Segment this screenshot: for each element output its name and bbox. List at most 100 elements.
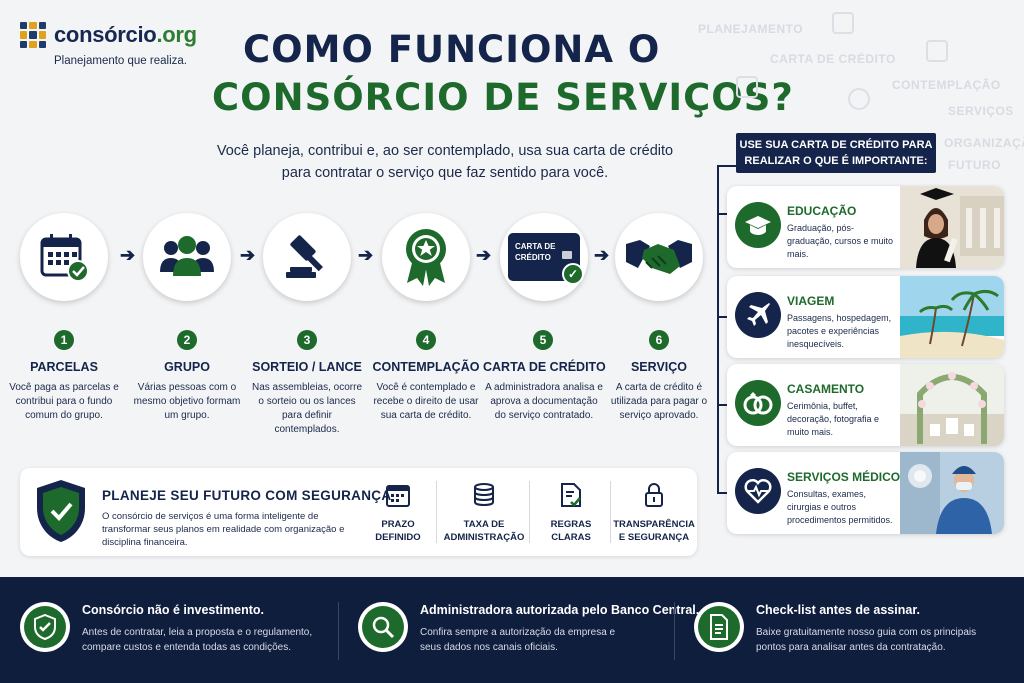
card-desc: Consultas, exames, cirurgias e outros pr… bbox=[787, 489, 893, 525]
credit-card-icon: CARTA DE CRÉDITO ✓ bbox=[508, 233, 584, 285]
step-icon-servico bbox=[615, 213, 703, 301]
step-icon-grupo bbox=[143, 213, 231, 301]
connector-line bbox=[717, 404, 729, 406]
step-number: 3 bbox=[297, 330, 317, 350]
use-card-educacao[interactable]: EDUCAÇÃO Graduação, pós-graduação, curso… bbox=[727, 186, 1004, 268]
wedding-photo bbox=[900, 364, 1004, 446]
coins-icon bbox=[474, 483, 494, 507]
step-title: CARTA DE CRÉDITO bbox=[483, 360, 606, 374]
step-title: GRUPO bbox=[164, 360, 210, 374]
connector-line bbox=[717, 213, 729, 215]
step-desc: Você paga as parcelas e contribui para o… bbox=[9, 382, 119, 421]
award-ribbon-icon bbox=[406, 229, 446, 286]
step-number: 5 bbox=[533, 330, 553, 350]
card-desc: Cerimônia, buffet, decoração, fotografia… bbox=[787, 401, 880, 437]
step-number: 4 bbox=[416, 330, 436, 350]
footer-desc: Antes de contratar, leia a proposta e o … bbox=[82, 627, 313, 653]
secure-title: PLANEJE SEU FUTURO COM SEGURANÇA bbox=[102, 488, 392, 503]
use-card-casamento[interactable]: CASAMENTO Cerimônia, buffet, decoração, … bbox=[727, 364, 1004, 446]
airplane-icon bbox=[735, 292, 781, 338]
step-title: SORTEIO / LANCE bbox=[252, 360, 362, 374]
feature-divider bbox=[610, 481, 611, 543]
lock-icon bbox=[645, 483, 663, 507]
footer-magnifier-icon bbox=[358, 602, 408, 652]
ghost-word: CONTEMPLAÇÃO bbox=[892, 78, 1001, 92]
ghost-word: FUTURO bbox=[948, 158, 1001, 172]
shield-check-icon bbox=[34, 478, 88, 549]
footer-title: Check-list antes de assinar. bbox=[756, 603, 920, 617]
brand-logo[interactable]: consórcio.org bbox=[20, 22, 197, 48]
footer-divider bbox=[338, 602, 339, 660]
handshake-icon bbox=[626, 240, 692, 274]
step-desc: Você é contemplado e recebe o direito de… bbox=[373, 382, 479, 421]
calendar-check-icon bbox=[40, 234, 89, 282]
connector-line bbox=[717, 492, 729, 494]
ghost-document-icon bbox=[926, 40, 948, 62]
card-desc: Graduação, pós-graduação, cursos e muito… bbox=[787, 223, 894, 259]
step-title: SERVIÇO bbox=[630, 360, 688, 374]
step-number: 1 bbox=[54, 330, 74, 350]
step-desc: Nas assembleias, ocorre o sorteio ou os … bbox=[251, 382, 363, 435]
arrow-right-icon: ➔ bbox=[120, 245, 136, 265]
secure-future-card bbox=[20, 468, 697, 556]
arrow-right-icon: ➔ bbox=[358, 245, 374, 265]
page-subtitle: Você planeja, contribui e, ao ser contem… bbox=[216, 143, 674, 181]
brand-tagline: Planejamento que realiza. bbox=[54, 55, 187, 67]
ghost-people-icon bbox=[848, 88, 870, 110]
step-desc: Várias pessoas com o mesmo objetivo form… bbox=[133, 382, 241, 421]
footer-document-icon[interactable] bbox=[694, 602, 744, 652]
feature-divider bbox=[529, 481, 530, 543]
ghost-word: PLANEJAMENTO bbox=[698, 22, 804, 36]
rings-icon bbox=[735, 380, 781, 426]
ghost-calendar-icon bbox=[832, 12, 854, 34]
card-title: CASAMENTO bbox=[787, 382, 865, 396]
arrow-right-icon: ➔ bbox=[476, 245, 492, 265]
step-desc: A administradora analisa e aprova a docu… bbox=[485, 382, 603, 421]
step-icon-contemplacao bbox=[382, 213, 470, 301]
step-icon-sorteio bbox=[263, 213, 351, 301]
calendar-icon bbox=[386, 485, 410, 507]
step-desc: A carta de crédito é utilizada para paga… bbox=[610, 382, 708, 421]
connector-line bbox=[717, 316, 729, 318]
footer-bar bbox=[0, 577, 1024, 683]
secure-desc: O consórcio de serviços é uma forma inte… bbox=[102, 511, 345, 548]
page-title-line1: COMO FUNCIONA O bbox=[243, 28, 661, 71]
card-desc: Passagens, hospedagem, pacotes e experiê… bbox=[787, 313, 892, 349]
arrow-right-icon: ➔ bbox=[594, 245, 610, 265]
footer-title: Administradora autorizada pelo Banco Cen… bbox=[420, 603, 700, 617]
step-title: CONTEMPLAÇÃO bbox=[372, 360, 480, 374]
footer-desc: Baixe gratuitamente nosso guia com os pr… bbox=[756, 627, 977, 653]
step-number: 2 bbox=[177, 330, 197, 350]
beach-photo bbox=[900, 276, 1004, 358]
feature-divider bbox=[436, 481, 437, 543]
arrow-right-icon: ➔ bbox=[240, 245, 256, 265]
logo-grid-icon bbox=[20, 22, 46, 48]
card-title: SERVIÇOS MÉDICOS bbox=[787, 470, 909, 484]
document-check-icon bbox=[561, 483, 581, 507]
connector-line bbox=[717, 165, 736, 167]
footer-desc: Confira sempre a autorização da empresa … bbox=[420, 627, 616, 653]
heart-pulse-icon bbox=[735, 468, 781, 514]
ghost-word: ORGANIZAÇÃO bbox=[944, 136, 1024, 150]
use-card-servicos-medicos[interactable]: SERVIÇOS MÉDICOS Consultas, exames, ciru… bbox=[727, 452, 1004, 534]
card-title: VIAGEM bbox=[787, 294, 835, 308]
footer-title: Consórcio não é investimento. bbox=[82, 603, 264, 617]
step-number: 6 bbox=[649, 330, 669, 350]
connector-line bbox=[717, 165, 719, 493]
footer-shield-check-icon bbox=[20, 602, 70, 652]
step-icon-parcelas bbox=[20, 213, 108, 301]
use-card-viagem[interactable]: VIAGEM Passagens, hospedagem, pacotes e … bbox=[727, 276, 1004, 358]
step-icon-carta: CARTA DE CRÉDITO ✓ bbox=[500, 213, 588, 301]
card-title: EDUCAÇÃO bbox=[787, 204, 857, 218]
page-title-line2: CONSÓRCIO DE SERVIÇOS? bbox=[212, 76, 794, 119]
right-panel-header: USE SUA CARTA DE CRÉDITO PARA REALIZAR O… bbox=[736, 133, 936, 173]
doctor-photo bbox=[900, 452, 1004, 534]
brand-name: consórcio.org bbox=[54, 22, 197, 47]
ghost-word: CARTA DE CRÉDITO bbox=[770, 52, 896, 66]
check-badge-icon: ✓ bbox=[562, 263, 584, 285]
graduation-cap-icon bbox=[735, 202, 781, 248]
